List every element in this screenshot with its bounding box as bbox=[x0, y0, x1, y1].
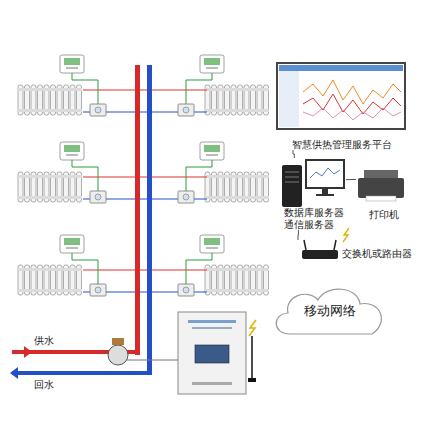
router-node: 交换机或路由器 bbox=[292, 240, 412, 268]
meter-head bbox=[112, 338, 124, 345]
antenna bbox=[251, 336, 253, 380]
router-body bbox=[302, 250, 338, 259]
node-text: 智慧供热管理服务平台 bbox=[292, 139, 392, 150]
flow-arrow bbox=[24, 346, 32, 358]
floor-heating-unit bbox=[18, 142, 269, 203]
server-tower bbox=[282, 165, 302, 207]
cabinet-plate bbox=[192, 382, 232, 385]
pipe-label: 供水 bbox=[34, 334, 54, 348]
collector-cabinet bbox=[178, 312, 246, 394]
router-antenna bbox=[304, 240, 336, 250]
screen-title-bar bbox=[279, 65, 403, 71]
node-text: 数据库服务器 通信服务器 bbox=[284, 207, 346, 230]
pipe-label: 回水 bbox=[34, 378, 54, 392]
printer-paper bbox=[366, 196, 396, 201]
antenna-base bbox=[248, 378, 256, 382]
platform-screen bbox=[277, 63, 405, 129]
signal-symbol bbox=[343, 228, 349, 242]
platform-node: 智慧供热管理服务平台 bbox=[272, 58, 412, 150]
chart-line bbox=[303, 108, 401, 120]
cabinet-display bbox=[195, 345, 229, 363]
flow-arrow bbox=[10, 367, 18, 379]
printer-node: 打印机 bbox=[356, 166, 412, 220]
monitor-chart bbox=[310, 168, 340, 178]
printer-body bbox=[358, 178, 404, 198]
return-main bbox=[12, 371, 152, 375]
monitor-stand bbox=[322, 189, 328, 194]
monitor-base bbox=[316, 194, 334, 196]
chart-line bbox=[303, 80, 401, 104]
signal-symbol bbox=[249, 320, 256, 336]
meter-cable bbox=[126, 360, 178, 361]
connector-line bbox=[293, 150, 294, 158]
floor-heating-unit bbox=[18, 55, 269, 116]
heat-meter bbox=[108, 345, 128, 365]
node-text: 打印机 bbox=[369, 209, 399, 220]
node-text: 交换机或路由器 bbox=[342, 248, 412, 259]
server-monitor bbox=[306, 160, 344, 188]
screen-side-panel bbox=[279, 71, 299, 127]
return-riser bbox=[147, 65, 152, 375]
cabinet-plate bbox=[188, 320, 236, 323]
cloud-shape bbox=[276, 289, 381, 334]
cloud-node: 移动网络 bbox=[268, 282, 392, 340]
floor-heating-unit bbox=[18, 235, 269, 296]
cabinet-plate bbox=[192, 327, 232, 329]
server-node: 数据库服务器 通信服务器 bbox=[278, 158, 346, 230]
supply-riser bbox=[135, 65, 140, 355]
connector-line bbox=[346, 179, 356, 180]
node-text: 移动网络 bbox=[304, 303, 356, 319]
connector-line bbox=[298, 230, 299, 240]
printer-top bbox=[364, 170, 398, 178]
server-slots bbox=[285, 172, 299, 182]
